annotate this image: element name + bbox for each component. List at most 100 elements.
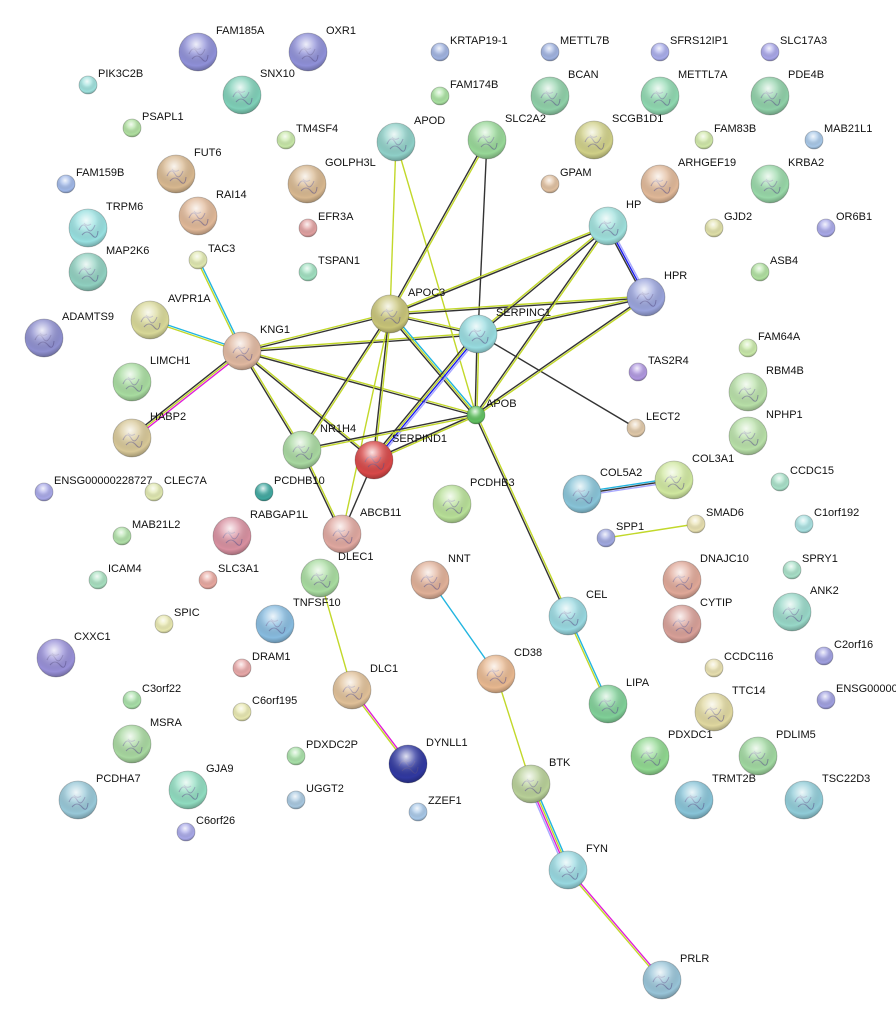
node-mettl7b[interactable]: METTL7B: [540, 35, 610, 62]
node-dlec1[interactable]: DLEC1: [300, 551, 373, 598]
node-fam64a[interactable]: FAM64A: [738, 331, 801, 358]
node-c2orf16[interactable]: C2orf16: [814, 639, 873, 666]
node-col3a1[interactable]: COL3A1: [654, 453, 734, 500]
edge-apoc3-abcb11[interactable]: [341, 313, 391, 535]
node-fam83b[interactable]: FAM83B: [694, 123, 756, 150]
node-hpr[interactable]: HPR: [626, 270, 687, 317]
node-ensg00000228727[interactable]: ENSG00000228727: [34, 475, 152, 502]
edge-apoc3-apob[interactable]: [388, 312, 478, 417]
edge-hp-apob[interactable]: [474, 225, 610, 416]
node-apoc3[interactable]: APOC3: [370, 287, 445, 334]
node-col5a2[interactable]: COL5A2: [562, 467, 642, 514]
node-dynll1[interactable]: DYNLL1: [388, 737, 468, 784]
edge-apod-apoc3[interactable]: [389, 141, 397, 315]
node-pik3c2b[interactable]: PIK3C2B: [78, 68, 143, 95]
node-tas2r4[interactable]: TAS2R4: [628, 355, 689, 382]
node-gja9[interactable]: GJA9: [168, 763, 234, 810]
node-hp[interactable]: HP: [588, 199, 641, 246]
edge-apob-cel[interactable]: [474, 414, 570, 617]
node-ccdc116[interactable]: CCDC116: [704, 651, 773, 678]
node-kng1[interactable]: KNG1: [222, 324, 290, 371]
node-habp2[interactable]: HABP2: [112, 411, 186, 458]
node-serpind1[interactable]: SERPIND1: [354, 433, 447, 480]
node-snx10[interactable]: SNX10: [222, 68, 295, 115]
node-efr3a[interactable]: EFR3A: [298, 211, 354, 238]
edge-serpinc1-serpind1[interactable]: [371, 331, 481, 463]
node-dlc1[interactable]: DLC1: [332, 663, 398, 710]
node-dram1[interactable]: DRAM1: [232, 651, 291, 678]
node-mettl7a[interactable]: METTL7A: [640, 69, 728, 116]
edge-serpinc1-hpr[interactable]: [477, 295, 647, 336]
node-cytip[interactable]: CYTIP: [662, 597, 732, 644]
node-tm4sf4[interactable]: TM4SF4: [276, 123, 338, 150]
node-pde4b[interactable]: PDE4B: [750, 69, 824, 116]
edge-serpinc1-lect2[interactable]: [477, 333, 637, 429]
node-btk[interactable]: BTK: [511, 757, 571, 804]
node-serpinc1[interactable]: SERPINC1: [458, 307, 551, 354]
node-avpr1a[interactable]: AVPR1A: [130, 293, 211, 340]
node-psapl1[interactable]: PSAPL1: [122, 111, 184, 138]
node-fam174b[interactable]: FAM174B: [430, 79, 498, 106]
edge-kng1-serpinc1[interactable]: [241, 332, 479, 353]
node-pcdhb3[interactable]: PCDHB3: [432, 477, 515, 524]
node-clec7a[interactable]: CLEC7A: [144, 475, 207, 502]
node-nr1h4[interactable]: NR1H4: [282, 423, 356, 470]
edge-slc2a2-apoc3[interactable]: [388, 139, 489, 315]
edge-kng1-habp2[interactable]: [130, 349, 244, 440]
node-adamts9[interactable]: ADAMTS9: [24, 311, 114, 358]
node-tac3[interactable]: TAC3: [188, 243, 235, 270]
node-fam185a[interactable]: FAM185A: [178, 25, 265, 72]
node-arhgef19[interactable]: ARHGEF19: [640, 157, 736, 204]
node-ttc14[interactable]: TTC14: [694, 685, 766, 732]
node-msra[interactable]: MSRA: [112, 717, 182, 764]
node-spp1[interactable]: SPP1: [596, 521, 644, 548]
node-spry1[interactable]: SPRY1: [782, 553, 838, 580]
node-mab21l2[interactable]: MAB21L2: [112, 519, 180, 546]
node-lect2[interactable]: LECT2: [626, 411, 680, 438]
node-nphp1[interactable]: NPHP1: [728, 409, 803, 456]
node-tspan1[interactable]: TSPAN1: [298, 255, 360, 282]
node-cd38[interactable]: CD38: [476, 647, 542, 694]
node-icam4[interactable]: ICAM4: [88, 563, 142, 590]
node-slc3a1[interactable]: SLC3A1: [198, 563, 259, 590]
edge-nnt-cd38[interactable]: [429, 579, 497, 675]
node-abcb11[interactable]: ABCB11: [322, 507, 401, 554]
node-pdxdc1[interactable]: PDXDC1: [630, 729, 713, 776]
node-slc2a2[interactable]: SLC2A2: [467, 113, 546, 160]
edge-apod-apob[interactable]: [395, 141, 477, 416]
node-fyn[interactable]: FYN: [548, 843, 608, 890]
node-sfrs12ip1[interactable]: SFRS12IP1: [650, 35, 728, 62]
edge-kng1-apoc3[interactable]: [241, 312, 391, 353]
node-tsc22d3[interactable]: TSC22D3: [784, 773, 870, 820]
node-asb4[interactable]: ASB4: [750, 255, 798, 282]
node-pdlim5[interactable]: PDLIM5: [738, 729, 816, 776]
node-spic[interactable]: SPIC: [154, 607, 200, 634]
edge-kng1-apob[interactable]: [241, 349, 477, 417]
node-tnfsf10[interactable]: TNFSF10: [255, 597, 341, 644]
node-uggt2[interactable]: UGGT2: [286, 783, 344, 810]
node-map2k6[interactable]: MAP2K6: [68, 245, 149, 292]
node-slc17a3[interactable]: SLC17A3: [760, 35, 827, 62]
edge-apob-nr1h4[interactable]: [301, 413, 477, 452]
node-pcdhb10[interactable]: PCDHB10: [254, 475, 325, 502]
edge-spp1-smad6[interactable]: [605, 523, 697, 539]
node-smad6[interactable]: SMAD6: [686, 507, 744, 534]
edge-apoc3-hp[interactable]: [389, 224, 609, 316]
node-oxr1[interactable]: OXR1: [288, 25, 356, 72]
node-pdxdc2p[interactable]: PDXDC2P: [286, 739, 358, 766]
node-rabgap1l[interactable]: RABGAP1L: [212, 509, 308, 556]
edge-apoc3-nr1h4[interactable]: [300, 313, 392, 451]
edge-cd38-btk[interactable]: [495, 673, 532, 785]
edge-hpr-apob[interactable]: [475, 295, 647, 417]
node-rai14[interactable]: RAI14: [178, 189, 247, 236]
node-c6orf26[interactable]: C6orf26: [176, 815, 235, 842]
node-ank2[interactable]: ANK2: [772, 585, 839, 632]
node-prlr[interactable]: PRLR: [642, 953, 709, 1000]
node-golph3l[interactable]: GOLPH3L: [287, 157, 376, 204]
edge-fyn-prlr[interactable]: [566, 868, 664, 982]
node-c6orf195[interactable]: C6orf195: [232, 695, 297, 722]
edge-apoc3-hpr[interactable]: [389, 295, 647, 316]
node-trmt2b[interactable]: TRMT2B: [674, 773, 756, 820]
edge-serpinc1-hp[interactable]: [476, 224, 610, 336]
node-bcan[interactable]: BCAN: [530, 69, 599, 116]
